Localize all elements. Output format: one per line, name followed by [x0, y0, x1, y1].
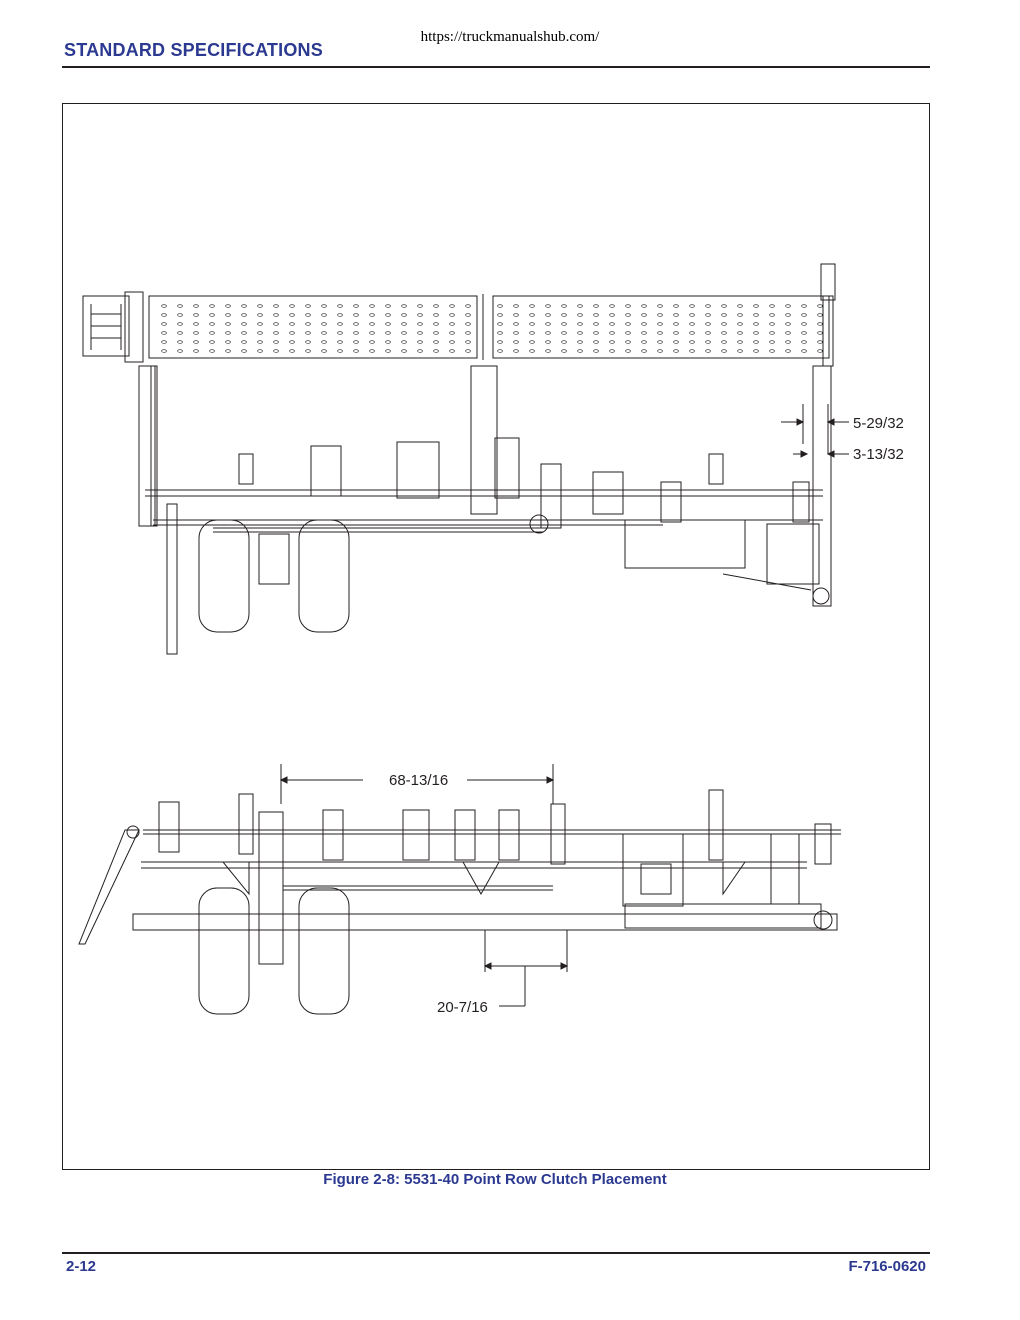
section-title: STANDARD SPECIFICATIONS	[64, 40, 323, 60]
document-id: F-716-0620	[848, 1258, 926, 1275]
top-dim-lines	[781, 404, 849, 458]
side-dim-lines	[279, 764, 569, 1007]
dim-label-5-29-32: 5-29/32	[853, 415, 904, 432]
figure-frame: 5-29/32 3-13/32 68-13/16 20-7/16	[62, 103, 930, 1170]
dim-label-68-13-16: 68-13/16	[389, 772, 448, 789]
dim-label-20-7-16: 20-7/16	[437, 999, 488, 1016]
source-url: https://truckmanualshub.com/	[420, 29, 600, 45]
page-number: 2-12	[66, 1258, 97, 1275]
dim-label-3-13-32: 3-13/32	[853, 446, 904, 463]
figure-caption: Figure 2-8: 5531-40 Point Row Clutch Pla…	[323, 1171, 667, 1188]
footer-rule	[62, 1252, 930, 1254]
header-rule	[62, 66, 930, 68]
drill-drawing: 5-29/32 3-13/32 68-13/16 20-7/16	[78, 263, 904, 1016]
side-view	[78, 789, 841, 1015]
top-view	[82, 263, 836, 655]
